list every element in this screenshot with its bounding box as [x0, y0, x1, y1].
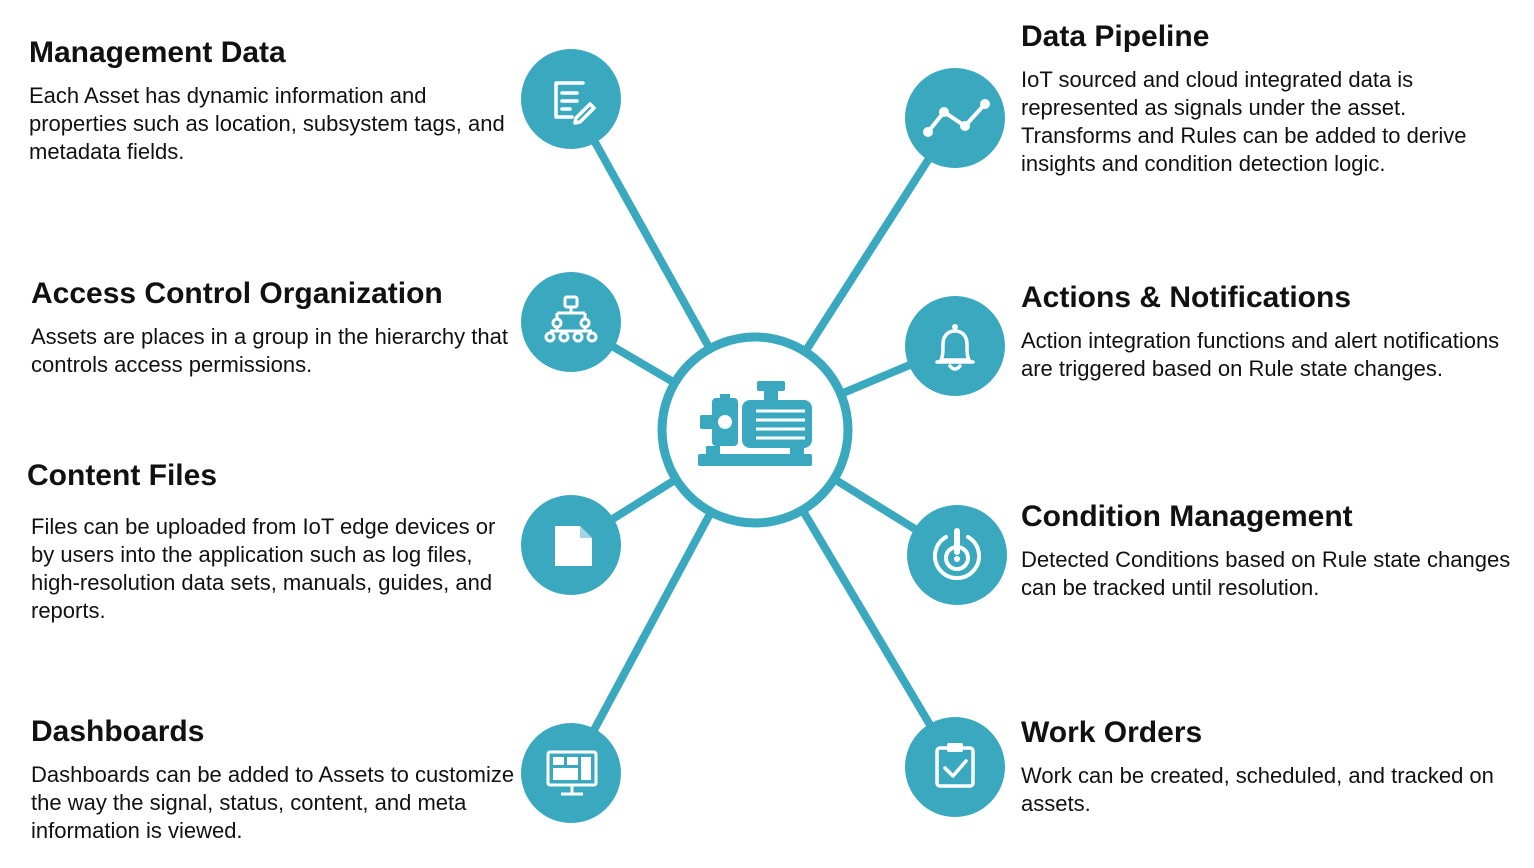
- block-actions-notifications: Actions & Notifications Action integrati…: [1021, 281, 1511, 383]
- block-description: Detected Conditions based on Rule state …: [1021, 547, 1511, 600]
- block-management-data: Management Data Each Asset has dynamic i…: [29, 36, 519, 166]
- block-title: Work Orders: [1021, 716, 1203, 749]
- file-icon: [555, 526, 592, 566]
- document-edit-icon: [554, 81, 596, 125]
- block-title: Condition Management: [1021, 500, 1353, 533]
- block-description: Work can be created, scheduled, and trac…: [1021, 763, 1494, 816]
- alert-target-icon: [933, 528, 981, 581]
- block-description: Action integration functions and alert n…: [1021, 328, 1500, 381]
- block-title: Access Control Organization: [31, 277, 443, 310]
- block-title: Data Pipeline: [1021, 20, 1210, 53]
- pump-motor-icon: [698, 381, 812, 466]
- block-access-control: Access Control Organization Assets are p…: [31, 277, 521, 379]
- block-dashboards: Dashboards Dashboards can be added to As…: [31, 715, 521, 845]
- node-actions-notifications: [905, 296, 1005, 396]
- block-description: Dashboards can be added to Assets to cus…: [31, 762, 515, 843]
- node-access-control: [521, 272, 621, 372]
- block-title: Actions & Notifications: [1021, 281, 1352, 314]
- block-description: Each Asset has dynamic information and p…: [29, 83, 505, 164]
- node-data-pipeline: [905, 68, 1005, 168]
- hierarchy-icon: [544, 295, 598, 343]
- block-title: Management Data: [29, 36, 286, 69]
- line-chart-icon: [923, 99, 990, 137]
- node-condition-management: [907, 505, 1007, 605]
- node-management-data: [521, 49, 621, 149]
- bell-icon: [935, 324, 975, 371]
- block-description: Assets are places in a group in the hier…: [31, 324, 508, 377]
- block-condition-management: Condition Management Detected Conditions…: [1021, 500, 1511, 602]
- block-work-orders: Work Orders Work can be created, schedul…: [1021, 716, 1511, 818]
- block-description: Files can be uploaded from IoT edge devi…: [31, 514, 496, 623]
- block-content-files: Content Files Files can be uploaded from…: [27, 459, 517, 625]
- center-hub: [657, 332, 853, 528]
- node-work-orders: [905, 717, 1005, 817]
- node-content-files: [521, 495, 621, 595]
- block-description: IoT sourced and cloud integrated data is…: [1021, 67, 1467, 176]
- node-dashboards: [521, 723, 621, 823]
- clipboard-check-icon: [935, 743, 975, 788]
- block-title: Dashboards: [31, 715, 205, 748]
- dashboard-monitor-icon: [546, 750, 598, 796]
- block-title: Content Files: [27, 459, 218, 492]
- block-data-pipeline: Data Pipeline IoT sourced and cloud inte…: [1021, 20, 1511, 178]
